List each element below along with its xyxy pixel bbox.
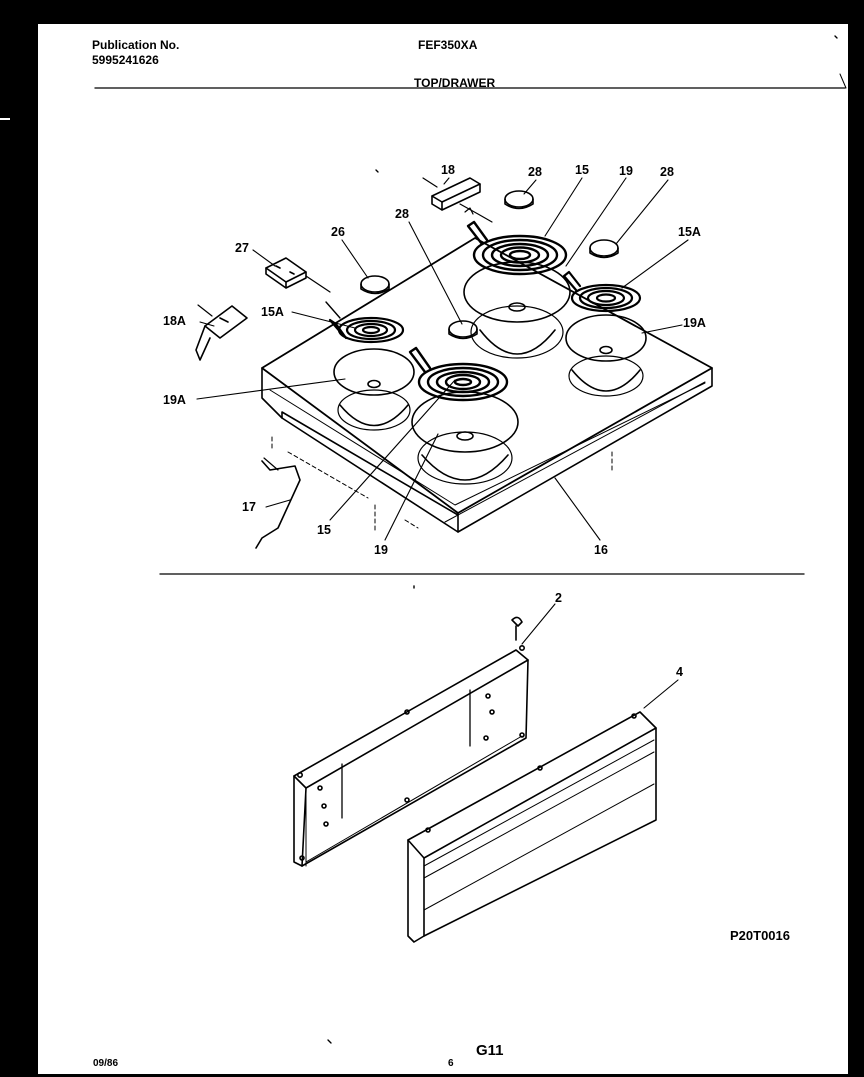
footer-page-number: 6 [448,1058,454,1069]
drawer-back-panel [294,646,528,866]
callout-19-front: 19 [374,543,388,557]
drip-pan-front-left [334,349,414,430]
model-number: FEF350XA [418,38,478,52]
receptacle-block-left [266,258,330,292]
callout-26: 26 [331,225,345,239]
coil-element-front-left [326,302,403,342]
callout-15a-left: 15A [261,305,284,319]
figure-code: P20T0016 [730,928,790,943]
publication-number: 5995241626 [92,53,159,67]
scan-edge-mark [0,118,10,120]
section-title: TOP/DRAWER [414,76,496,90]
footer-date: 09/86 [93,1058,119,1069]
callout-19-rear: 19 [619,164,633,178]
support-rod-17 [256,458,300,548]
coil-element-rear-center [468,222,566,274]
hole-plug-rear [505,191,533,209]
callout-18-receptacle: 18 [441,163,455,177]
hole-plug-left [361,276,389,294]
leader-lines [197,178,688,540]
callout-4: 4 [676,665,683,679]
mounting-bracket-18a [196,305,247,360]
callout-27: 27 [235,241,249,255]
callout-18a: 18A [163,314,186,328]
callout-19a-left: 19A [163,393,186,407]
callout-28-right: 28 [660,165,674,179]
drip-pan-front-center [412,392,518,484]
hole-plug-right [590,240,618,258]
drip-pan-right [566,315,646,396]
cooktop-assembly [196,178,712,548]
coil-element-front-center [410,348,507,400]
callout-15-rear: 15 [575,163,589,177]
receptacle-block-rear [423,178,492,222]
callout-28-rear: 28 [528,165,542,179]
drawer-screw [512,617,522,640]
callout-17: 17 [242,500,256,514]
callout-2: 2 [555,591,562,605]
coil-element-right [564,272,640,311]
manual-page [38,24,848,1074]
callout-28-center: 28 [395,207,409,221]
publication-label: Publication No. [92,38,180,52]
hole-plug-center [449,321,477,339]
callout-15a-right: 15A [678,225,701,239]
footer-page-code: G11 [476,1042,504,1059]
callout-16: 16 [594,543,608,557]
drip-pan-rear-center [464,262,570,358]
callout-15-front: 15 [317,523,331,537]
callout-19a-right: 19A [683,316,706,330]
drawer-front-panel [408,712,656,942]
